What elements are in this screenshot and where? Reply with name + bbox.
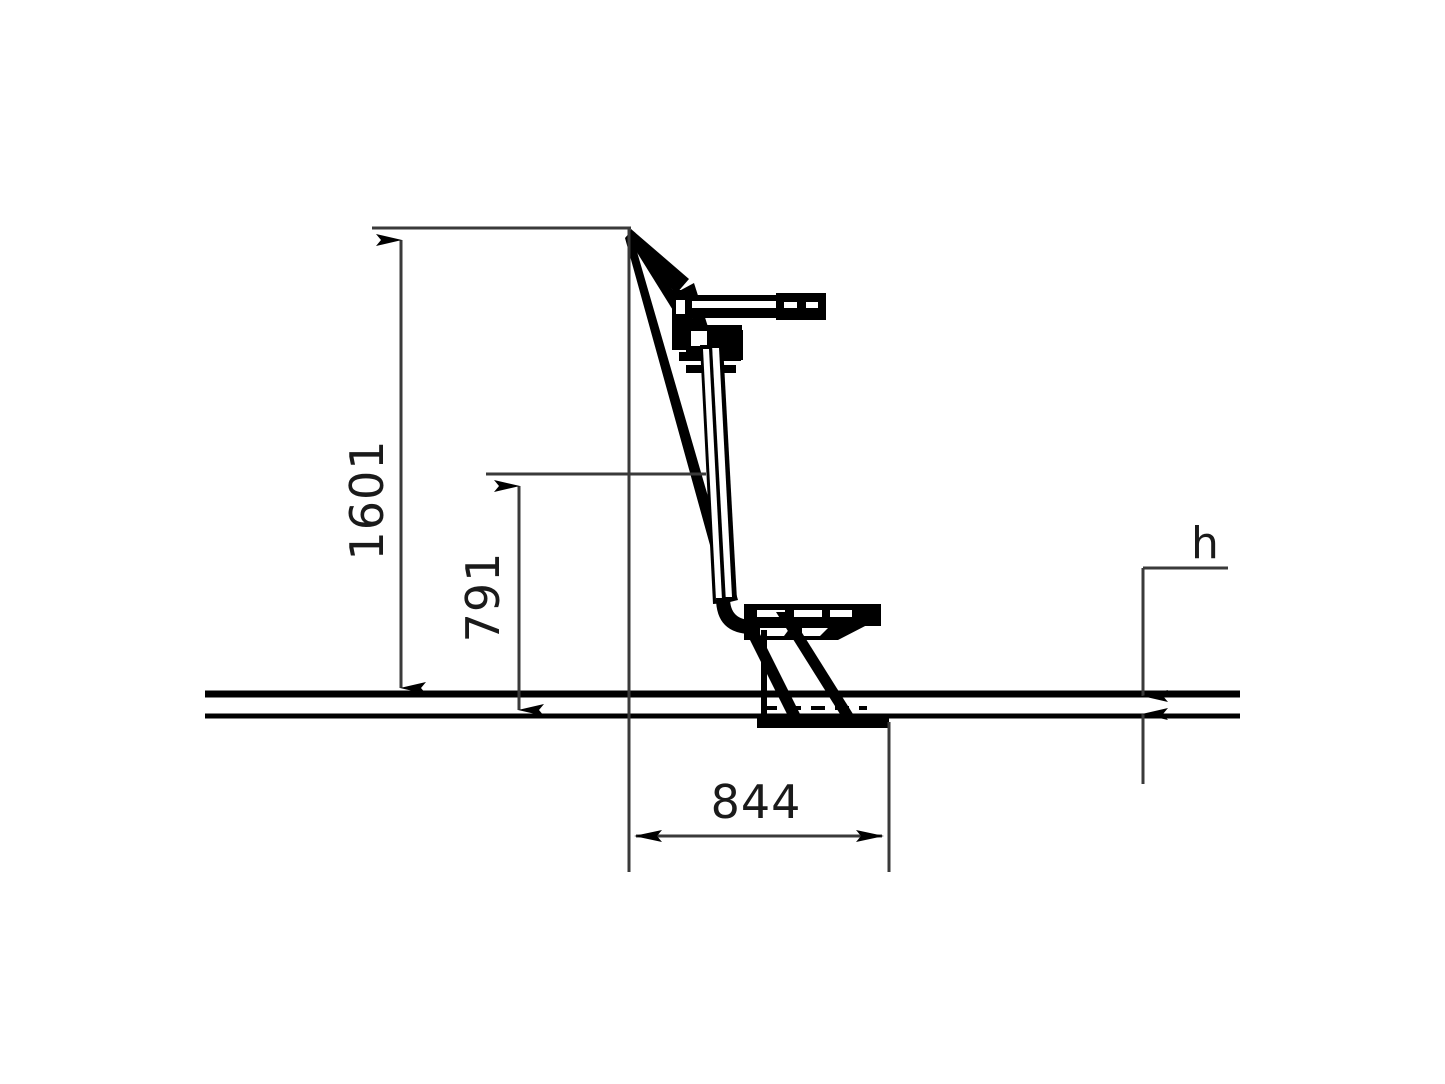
support-tube [700,345,752,634]
armrest-bar [672,293,826,320]
armrest-bar-inner-void [679,301,779,308]
base-plate-bar [757,716,889,728]
seat-mechanism-assembly [625,229,889,728]
seat-underframe-void-1 [760,628,790,636]
seat-pan-slot-2 [794,610,822,617]
support-legs [744,612,858,722]
hinge-plate-slot [676,300,685,314]
seat-underframe-void-2 [802,628,828,636]
hinge-bracket-right [720,330,743,360]
support-tube-bore [712,348,732,597]
support-leg-front [744,628,804,722]
dim-label-844: 844 [711,775,802,829]
armrest-bar-detent [797,299,806,312]
dimension-floor-thickness: h [1141,518,1228,784]
dimension-height-total: 1601 [340,226,631,694]
dim-label-791: 791 [456,552,510,643]
seat-pan-slot-3 [830,610,852,617]
support-tube-elbow [716,598,752,634]
dimension-depth-projection: 844 [627,228,891,872]
dim-label-h: h [1191,518,1219,569]
dim-label-1601: 1601 [340,439,394,560]
seat-pan [744,604,881,640]
hinge-pivot-bore [691,331,707,346]
seat-pan-slot-1 [757,610,785,617]
back-strut-upper-thick [631,229,689,294]
floor-lines [205,690,1240,719]
dimension-height-seat: 791 [456,472,706,716]
support-tube-rear-bore [703,349,722,600]
floor-base-plate [757,706,889,728]
support-leg-rear [776,612,858,722]
